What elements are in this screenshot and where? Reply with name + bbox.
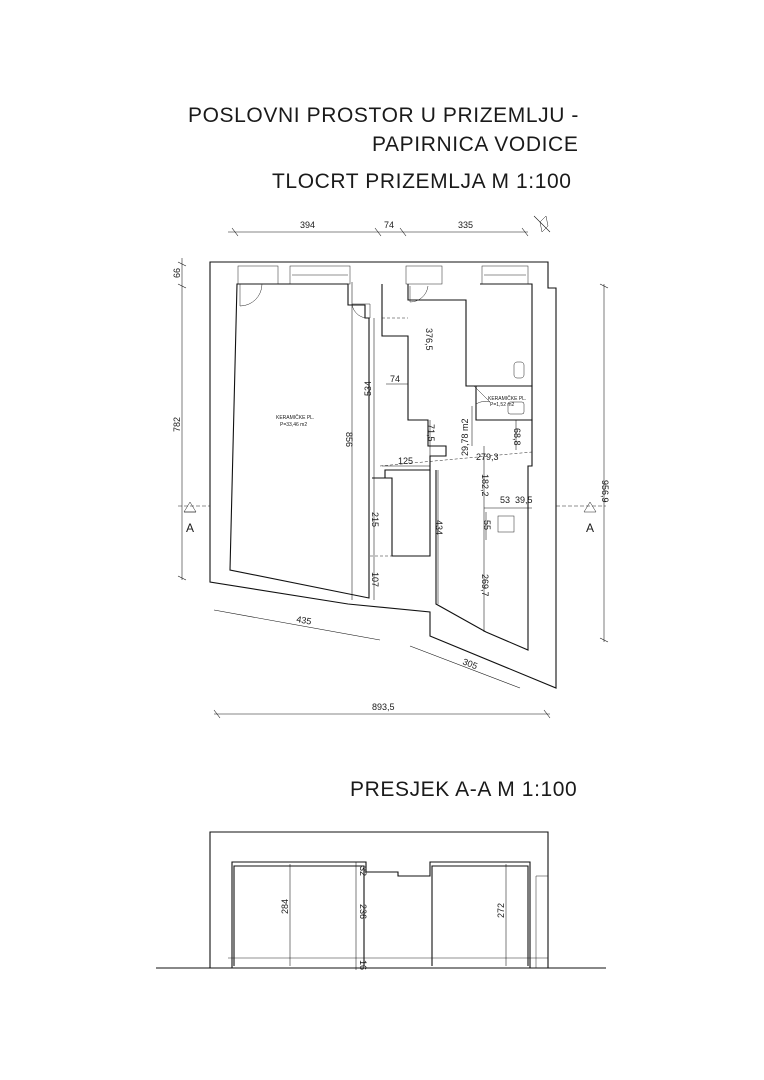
section-marker-left-label: A	[186, 521, 194, 535]
sec-dim-272: 272	[496, 903, 506, 918]
plan-dimension-lines	[177, 227, 609, 719]
section-room-right	[431, 865, 529, 966]
dim-395: 39,5	[515, 495, 533, 505]
north-arrow-icon	[533, 215, 551, 233]
dim-right-956: 956,9	[600, 480, 610, 503]
door-swing-3	[351, 303, 371, 319]
toilet-icon	[513, 361, 525, 379]
dim-bottom-435: 435	[296, 614, 313, 626]
window-4	[481, 265, 529, 285]
dim-2793: 279,3	[476, 452, 499, 462]
room-main-label: KERAMIČKE PL.	[276, 414, 314, 421]
dim-534: 534	[363, 381, 373, 396]
dim-74b: 74	[390, 374, 400, 384]
sec-dim-284: 284	[280, 899, 290, 914]
dim-top-394: 394	[300, 220, 315, 230]
sec-dim-236: 236	[358, 904, 368, 919]
dim-2697: 269,7	[480, 574, 490, 597]
window-3	[405, 265, 443, 285]
dim-434: 434	[434, 520, 444, 535]
plan-title: TLOCRT PRIZEMLJA M 1:100	[272, 170, 572, 193]
section-marker-right-label: A	[586, 521, 594, 535]
room-main-area: P=33,46 m2	[280, 422, 307, 428]
section-marker-right: A	[556, 501, 606, 535]
dim-376: 376,5	[424, 328, 434, 351]
section-title: PRESJEK A-A M 1:100	[350, 778, 578, 801]
dim-1822: 182,2	[480, 474, 490, 497]
dim-107: 107	[370, 572, 380, 587]
dim-left-782: 782	[172, 417, 182, 432]
section-outline	[209, 831, 549, 968]
wc-wall	[476, 385, 533, 421]
dim-688: 68,8	[512, 428, 522, 446]
door-swing-2	[409, 285, 429, 303]
corridor-wall	[381, 284, 447, 479]
section-ceiling	[231, 861, 531, 968]
section-drawing	[156, 831, 606, 970]
wc-area: P=1,52 m2	[490, 402, 515, 408]
section-room-left	[233, 865, 365, 966]
dim-55: 55	[482, 520, 492, 530]
section-marker-left: A	[178, 501, 210, 535]
door-swing-1	[239, 283, 263, 307]
outer-wall	[209, 261, 557, 689]
dim-top-74: 74	[384, 220, 394, 230]
dim-area-2978: 29,78 m2	[460, 418, 470, 456]
dim-bottom-total: 893,5	[372, 702, 395, 712]
dim-125: 125	[398, 456, 413, 466]
dim-53: 53	[500, 495, 510, 505]
column-icon	[497, 515, 515, 533]
dim-71: 71,5	[426, 424, 436, 442]
dim-top-335: 335	[458, 220, 473, 230]
wc-label: KERAMIČKE PL.	[488, 395, 526, 402]
plan-walls	[209, 261, 557, 689]
sink-icon	[507, 401, 525, 415]
title-line-1: POSLOVNI PROSTOR U PRIZEMLJU -	[188, 104, 580, 127]
window-2	[289, 265, 351, 285]
title-line-2: PAPIRNICA VODICE	[372, 133, 579, 156]
door-swing-wc	[473, 385, 491, 405]
sec-dim-32: 32	[358, 866, 368, 876]
dim-856: 856	[344, 432, 354, 447]
dim-bottom-305: 305	[461, 657, 479, 672]
dim-left-66: 66	[172, 268, 182, 278]
sec-dim-16: 16	[358, 960, 368, 970]
window-1	[237, 265, 279, 285]
dim-215: 215	[370, 512, 380, 527]
